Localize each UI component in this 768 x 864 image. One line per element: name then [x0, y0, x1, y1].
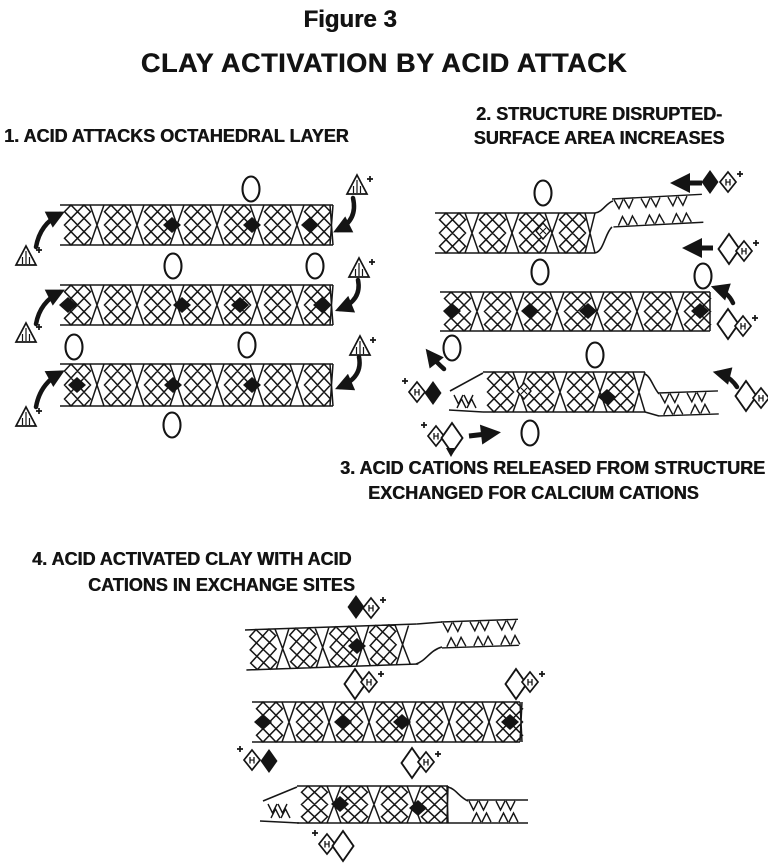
- calcium-cation-icon: [254, 714, 272, 730]
- h-plus-icon: [15, 322, 43, 343]
- figure-label: Figure 3: [303, 6, 397, 33]
- step-3-line2: EXCHANGED FOR CALCIUM CATIONS: [368, 483, 699, 503]
- calcium-cation-icon: [231, 297, 249, 313]
- attack-arrow: [33, 211, 65, 250]
- calcium-site-icon: [520, 419, 540, 447]
- calcium-cation-icon: [521, 303, 539, 319]
- clay-layer: [60, 283, 334, 327]
- h-plus-icon: [361, 671, 384, 692]
- step-4-line1: 4. ACID ACTIVATED CLAY WITH ACID: [32, 549, 352, 569]
- calcium-site-icon: [162, 411, 182, 439]
- figure-title: CLAY ACTIVATION BY ACID ATTACK: [140, 48, 628, 78]
- h-plus-icon: [15, 245, 43, 266]
- attack-arrow: [335, 277, 361, 313]
- h-plus-icon: [418, 751, 441, 772]
- step-4-line2: CATIONS IN EXCHANGE SITES: [88, 575, 355, 595]
- h-plus-icon: [348, 257, 376, 278]
- disrupted-clay-layer: [244, 623, 419, 671]
- layer-taper: [448, 372, 484, 413]
- calcium-site-icon: [585, 341, 605, 369]
- h-plus-icon: [402, 378, 425, 402]
- h-plus-icon: [346, 174, 374, 195]
- broken-fragments: [453, 394, 477, 409]
- thinned-clay-edge: [657, 390, 719, 417]
- disrupted-clay-layer: [483, 370, 646, 414]
- step-3-line1: 3. ACID CATIONS RELEASED FROM STRUCTURE: [340, 458, 766, 478]
- acid-cation-icon: [717, 233, 741, 265]
- h-plus-icon: [421, 422, 444, 446]
- step-3-label: 3. ACID CATIONS RELEASED FROM STRUCTURE …: [340, 456, 765, 506]
- exchange-arrow: [468, 424, 501, 445]
- attack-arrow: [33, 370, 65, 410]
- calcium-site-icon: [442, 334, 462, 362]
- calcium-cation-icon: [313, 297, 331, 313]
- acid-cation-icon: [331, 830, 355, 862]
- panel-step2: [402, 170, 768, 457]
- layer-taper: [259, 786, 300, 824]
- h-plus-icon: [736, 240, 759, 261]
- clay-layer: [252, 700, 524, 744]
- release-arrow: [710, 283, 736, 306]
- calcium-site-icon: [533, 179, 553, 207]
- layer-step: [415, 621, 443, 665]
- h-plus-icon: [363, 597, 386, 618]
- layer-step: [594, 200, 614, 254]
- clay-layer: [60, 362, 334, 408]
- panel-step1: [15, 174, 377, 439]
- attack-arrow: [712, 367, 740, 390]
- step-4-label: 4. ACID ACTIVATED CLAY WITH ACID CATIONS…: [32, 546, 355, 598]
- h-plus-icon: [753, 387, 768, 408]
- calcium-cation-icon: [424, 381, 442, 405]
- calcium-site-icon: [693, 262, 713, 290]
- disrupted-clay-layer: [297, 784, 449, 825]
- h-plus-icon: [720, 171, 743, 192]
- step-1-label: 1. ACID ATTACKS OCTAHEDRAL LAYER: [4, 126, 349, 146]
- h-plus-icon: [522, 671, 545, 692]
- step-2-line1: 2. STRUCTURE DISRUPTED-: [475, 104, 722, 124]
- acid-cation-icon: [716, 308, 740, 340]
- thinned-clay-edge: [467, 799, 528, 824]
- calcium-cation-icon: [260, 749, 278, 773]
- calcium-site-icon: [530, 258, 550, 286]
- disrupted-clay-layer: [435, 211, 596, 255]
- thinned-clay-edge: [440, 618, 521, 649]
- step-2-line2: SURFACE AREA INCREASES: [473, 128, 725, 148]
- calcium-cation-icon: [347, 595, 365, 619]
- attack-arrow: [333, 195, 357, 233]
- calcium-cation-icon: [443, 303, 461, 319]
- clay-layer: [60, 203, 334, 247]
- thinned-clay-edge: [611, 193, 704, 228]
- calcium-cation-icon: [301, 217, 319, 233]
- calcium-site-icon: [64, 333, 84, 361]
- broken-fragments: [267, 803, 291, 819]
- calcium-cation-icon: [334, 714, 352, 730]
- h-plus-icon: [735, 315, 758, 336]
- attack-arrow: [33, 289, 65, 327]
- h-plus-icon: [237, 746, 260, 770]
- step-2-label: 2. STRUCTURE DISRUPTED- SURFACE AREA INC…: [446, 102, 752, 150]
- calcium-cation-icon: [701, 170, 719, 194]
- release-arrow: [425, 348, 447, 372]
- down-arrowhead: [446, 448, 456, 457]
- calcium-site-icon: [241, 175, 261, 203]
- layer-step: [644, 373, 660, 417]
- calcium-cation-icon: [59, 297, 77, 313]
- attack-arrow: [335, 354, 362, 391]
- h-plus-icon: [312, 830, 335, 854]
- calcium-site-icon: [237, 331, 257, 359]
- h-plus-icon: [349, 335, 377, 356]
- panel-step4: [237, 595, 545, 862]
- clay-layer: [440, 290, 712, 333]
- layer-step: [447, 786, 469, 824]
- h-plus-icon: [15, 406, 43, 427]
- calcium-site-icon: [305, 252, 325, 280]
- calcium-site-icon: [163, 252, 183, 280]
